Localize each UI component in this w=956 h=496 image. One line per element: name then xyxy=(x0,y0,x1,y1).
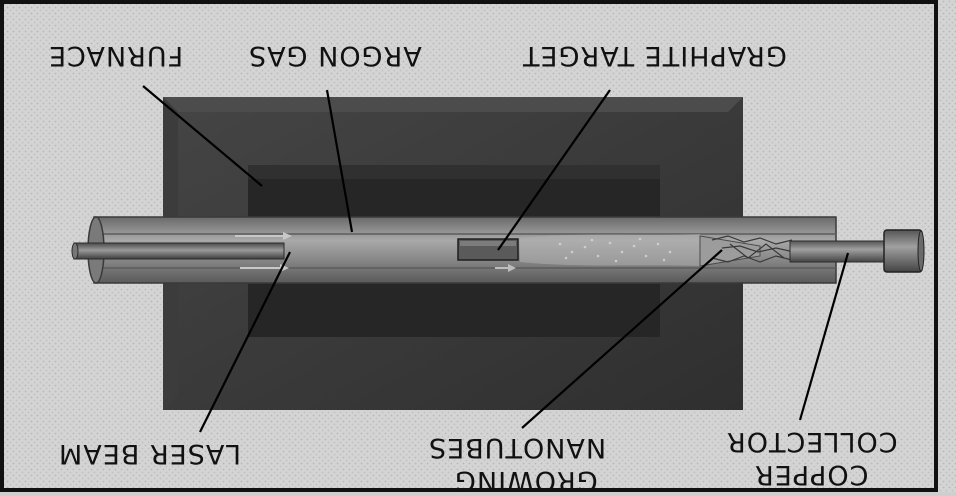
figure-border xyxy=(0,0,938,492)
vapor-plume xyxy=(520,234,708,266)
leader-lines xyxy=(142,85,850,433)
argon-flow-arrowhead-top xyxy=(283,232,292,240)
laser-beam-rod xyxy=(73,242,285,260)
flow-arrowhead-mid-bottom xyxy=(508,264,516,272)
leader-graphite-target xyxy=(497,89,611,251)
laser-rod-end xyxy=(71,242,79,260)
graphite-target-highlight xyxy=(460,241,516,246)
label-copper: COPPER xyxy=(754,459,869,490)
label-nanotubes: NANOTUBES xyxy=(428,432,607,463)
label-furnace: FURNACE xyxy=(48,40,184,71)
leader-laser-beam xyxy=(199,251,291,433)
copper-collector-face xyxy=(917,230,925,272)
label-growing: GROWING xyxy=(454,465,598,496)
leader-nanotubes xyxy=(521,249,723,429)
copper-collector-rod xyxy=(789,240,889,263)
copper-collector-cap xyxy=(883,229,923,273)
furnace-inner-shade xyxy=(248,165,660,179)
leader-argon-gas xyxy=(325,89,354,233)
leader-furnace xyxy=(142,85,263,187)
label-collector: COLLECTOR xyxy=(726,426,898,457)
growth-region-texture xyxy=(558,237,672,263)
label-graphite-target: GRAPHITE TARGET xyxy=(522,40,787,71)
leader-collector xyxy=(798,252,850,421)
label-laser-beam: LASER BEAM xyxy=(58,438,242,469)
furnace-bevel xyxy=(163,97,743,112)
growing-nanotubes xyxy=(711,235,795,263)
label-argon-gas: ARGON GAS xyxy=(248,40,422,71)
